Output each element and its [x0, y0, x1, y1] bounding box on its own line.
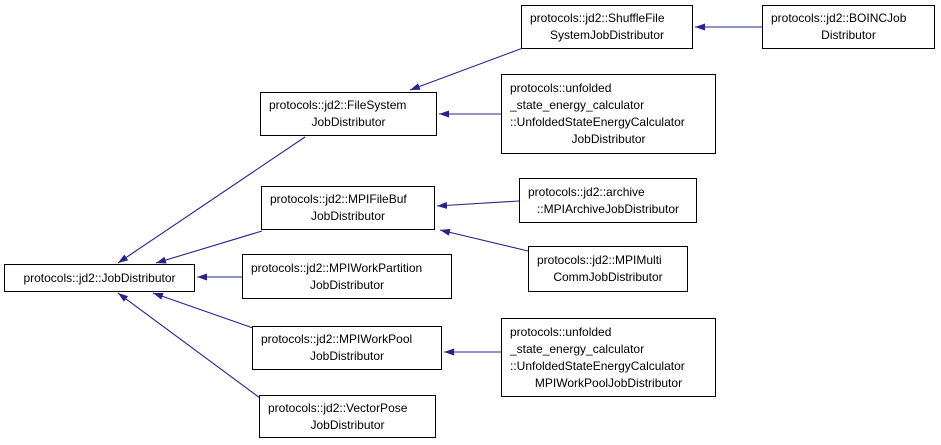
node-label: JobDistributor: [311, 115, 386, 129]
node-label: ::MPIArchiveJobDistributor: [536, 201, 680, 216]
node-label: Distributor: [821, 28, 876, 42]
node-label: _state_energy_calculator: [510, 341, 645, 356]
node-label: _state_energy_calculator: [510, 98, 645, 112]
edge-filesystem-to-jobdistributor: [117, 136, 306, 264]
node-label: protocols::jd2::archive: [528, 184, 645, 199]
node-label: protocols::jd2::MPIFileBuf: [270, 192, 407, 206]
node-unfoldedstateenergycalculator-jobdistributor[interactable]: protocols::unfolded _state_energy_calcul…: [501, 74, 716, 154]
node-label: CommJobDistributor: [553, 270, 663, 284]
node-mpiarchive-jobdistributor[interactable]: protocols::jd2::archive ::MPIArchiveJobD…: [519, 178, 697, 223]
node-label: SystemJobDistributor: [549, 28, 665, 42]
edge-mpimulti-to-mpifilebuf: [439, 228, 529, 252]
node-jobdistributor[interactable]: protocols::jd2::JobDistributor: [4, 264, 195, 292]
node-mpiworkpool-jobdistributor[interactable]: protocols::jd2::MPIWorkPool JobDistribut…: [252, 326, 442, 370]
node-label: protocols::jd2::ShuffleFile: [530, 11, 665, 25]
node-label: JobDistributor: [309, 277, 385, 292]
node-shufflefile-systemjobdistributor[interactable]: protocols::jd2::ShuffleFile SystemJobDis…: [521, 5, 693, 49]
node-label: protocols::jd2::MPIWorkPartition: [251, 260, 423, 275]
node-label: protocols::jd2::JobDistributor: [23, 270, 176, 285]
node-filesystem-jobdistributor[interactable]: protocols::jd2::FileSystem JobDistributo…: [260, 92, 437, 136]
edge-archive-to-mpifilebuf: [436, 200, 520, 209]
node-label: JobDistributor: [310, 417, 385, 432]
node-mpifilebuf-jobdistributor[interactable]: protocols::jd2::MPIFileBuf JobDistributo…: [261, 186, 435, 230]
node-label: protocols::jd2::MPIMulti: [537, 253, 662, 267]
node-vectorpose-jobdistributor[interactable]: protocols::jd2::VectorPose JobDistributo…: [259, 395, 436, 438]
node-label: protocols::jd2::BOINCJob: [771, 11, 907, 25]
edge-vectorpose-to-jobdistributor: [117, 292, 261, 399]
edge-mpifilebuf-to-jobdistributor: [155, 230, 263, 264]
edge-shufflefile-to-filesystem: [409, 47, 524, 91]
node-label: protocols::jd2::MPIWorkPool: [261, 332, 413, 346]
node-unfoldedstateenergycalculator-mpiworkpooljobdistributor[interactable]: protocols::unfolded _state_energy_calcul…: [501, 318, 716, 397]
node-label: JobDistributor: [310, 209, 386, 223]
node-label: MPIWorkPoolJobDistributor: [534, 375, 683, 390]
node-label: protocols::jd2::FileSystem: [269, 98, 407, 112]
node-label: protocols::unfolded: [510, 324, 612, 339]
node-label: ::UnfoldedStateEnergyCalculator: [510, 358, 685, 373]
node-mpimulticomm-jobdistributor[interactable]: protocols::jd2::MPIMulti CommJobDistribu…: [528, 246, 688, 292]
node-label: JobDistributor: [571, 132, 646, 146]
node-label: ::UnfoldedStateEnergyCalculator: [510, 115, 685, 129]
node-label: protocols::jd2::VectorPose: [268, 400, 408, 415]
edge-workpool-to-jobdistributor: [152, 292, 254, 329]
node-label: JobDistributor: [309, 349, 385, 363]
node-boinc-jobdistributor[interactable]: protocols::jd2::BOINCJob Distributor: [762, 5, 935, 49]
node-label: protocols::unfolded: [510, 81, 612, 95]
node-mpiworkpartition-jobdistributor[interactable]: protocols::jd2::MPIWorkPartition JobDist…: [242, 254, 452, 299]
